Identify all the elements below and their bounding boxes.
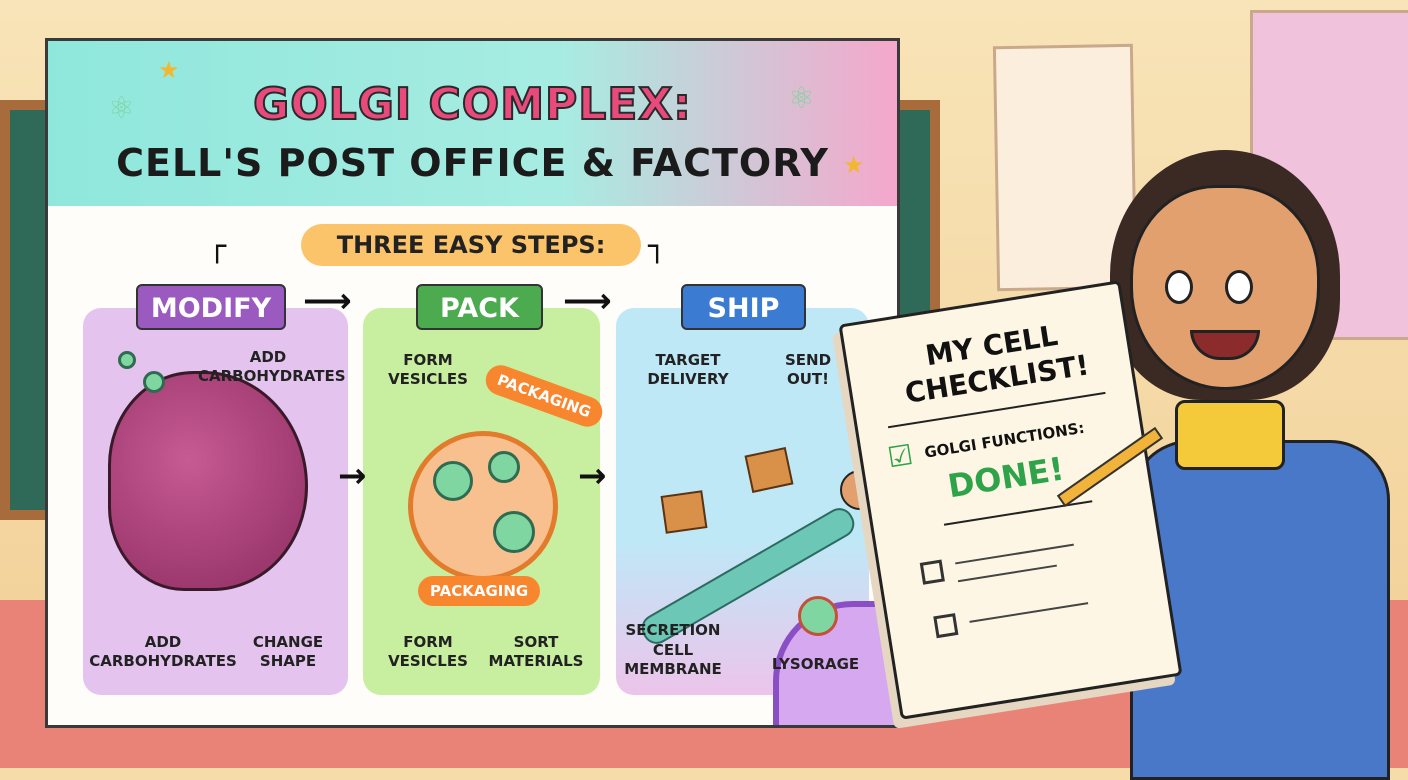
- arrow-icon: ⟶: [303, 281, 352, 321]
- girl-collar: [1175, 400, 1285, 470]
- note-change-shape: CHANGE SHAPE: [252, 633, 324, 670]
- vesicle: [493, 511, 535, 553]
- poster-subtitle: CELL'S POST OFFICE & FACTORY: [116, 141, 829, 185]
- girl-body: [1130, 440, 1390, 780]
- poster-title: GOLGI COMPLEX:: [252, 78, 692, 131]
- eye: [1165, 270, 1193, 304]
- checkbox-icon: [919, 559, 945, 585]
- note-send-out: SEND OUT!: [784, 351, 832, 388]
- poster-header: ★ ★ ⚛ ⚛: [48, 41, 897, 206]
- step-pack: PACK: [416, 284, 543, 330]
- scribble: [957, 564, 1057, 583]
- steps-heading: THREE EASY STEPS:: [301, 224, 641, 266]
- arrow-icon: ┐: [648, 229, 667, 264]
- golgi-poster: ★ ★ ⚛ ⚛ GOLGI COMPLEX: CELL'S POST OFFIC…: [45, 38, 900, 728]
- vesicle: [488, 451, 520, 483]
- checkbox-icon: [933, 613, 959, 639]
- note-sort-materials: SORT MATERIALS: [488, 633, 584, 670]
- molecule-icon: ⚛: [788, 81, 815, 116]
- golgi-body: [108, 371, 308, 591]
- note-form-vesicles: FORM VESICLES: [388, 633, 468, 670]
- star-icon: ★: [158, 56, 180, 84]
- lysosome: [798, 596, 838, 636]
- checklist-status: DONE!: [945, 449, 1067, 506]
- divider: [943, 500, 1093, 526]
- vesicle: [118, 351, 136, 369]
- scribble: [955, 543, 1074, 565]
- note-secretion: SECRETION: [625, 621, 721, 639]
- vesicle: [143, 371, 165, 393]
- eye: [1225, 270, 1253, 304]
- molecule-icon: ⚛: [108, 91, 135, 126]
- checkmark-icon: ☑: [885, 437, 916, 475]
- note-target-delivery: TARGET DELIVERY: [647, 351, 729, 388]
- note-add-carbohydrates: ADD CARBOHYDRATES: [198, 348, 346, 385]
- arrow-icon: →: [338, 456, 367, 496]
- note-form-vesicles: FORM VESICLES: [388, 351, 468, 388]
- arrow-icon: ⟶: [563, 281, 612, 321]
- winged-box-icon: [660, 490, 708, 534]
- scribble: [969, 602, 1089, 623]
- step-ship: SHIP: [681, 284, 806, 330]
- note-add-carbohydrates: ADD CARBOHYDRATES: [89, 633, 237, 670]
- step-modify: MODIFY: [136, 284, 286, 330]
- note-cell-membrane: CELL MEMBRANE: [624, 641, 722, 678]
- arrow-icon: ┌: [208, 229, 227, 264]
- note-lysorage: LYSORAGE: [771, 655, 860, 673]
- star-icon: ★: [843, 151, 865, 179]
- arrow-icon: →: [578, 456, 607, 496]
- vesicle: [433, 461, 473, 501]
- vesicle: [408, 431, 558, 581]
- packaging-badge: PACKAGING: [418, 576, 541, 606]
